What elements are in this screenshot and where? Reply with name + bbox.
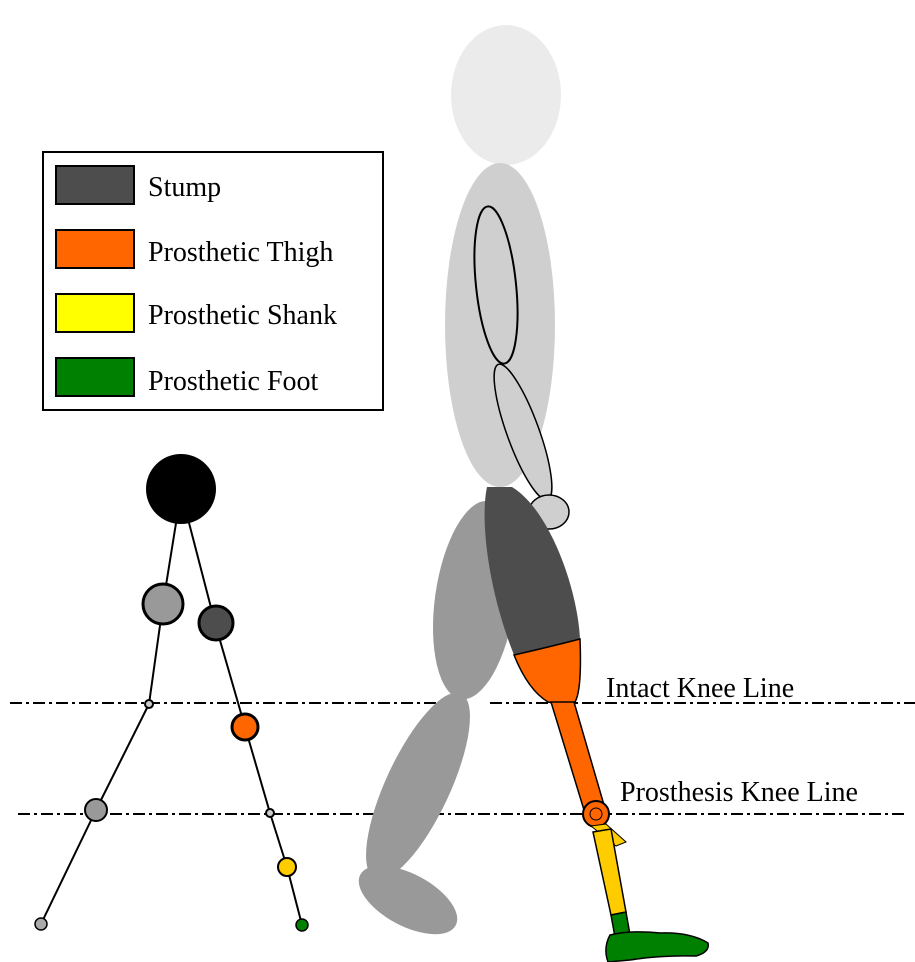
stick-model — [35, 454, 308, 931]
model-prosthetic-foot — [296, 919, 308, 931]
intact-shank — [346, 680, 490, 892]
walking-figure — [346, 25, 708, 962]
model-prosthetic-shank — [278, 858, 296, 876]
legend-swatch-prosthetic-foot — [56, 358, 134, 396]
model-intact-hip — [143, 584, 183, 624]
legend-label-prosthetic-foot: Prosthetic Foot — [148, 366, 319, 397]
model-intact-knee — [145, 700, 153, 708]
prosthetic-foot — [606, 932, 708, 962]
legend-label-prosthetic-thigh: Prosthetic Thigh — [148, 237, 333, 268]
prosthesis-knee-line-label: Prosthesis Knee Line — [620, 777, 858, 808]
model-prosthetic-thigh — [232, 714, 258, 740]
legend: Stump Prosthetic Thigh Prosthetic Shank … — [43, 152, 383, 410]
legend-swatch-prosthetic-thigh — [56, 230, 134, 268]
model-stump-hip — [199, 606, 233, 640]
model-head — [146, 454, 216, 524]
intact-foot — [348, 852, 468, 949]
legend-swatch-prosthetic-shank — [56, 294, 134, 332]
intact-knee-line-label: Intact Knee Line — [606, 673, 794, 704]
model-intact-ankle — [85, 799, 107, 821]
model-intact-foot — [35, 918, 47, 930]
figure-head — [451, 25, 561, 165]
prosthetic-thigh-pylon — [551, 702, 604, 810]
legend-label-prosthetic-shank: Prosthetic Shank — [148, 300, 337, 331]
model-prosthesis-knee — [266, 809, 274, 817]
prosthetic-knee-joint-inner — [590, 808, 602, 820]
legend-swatch-stump — [56, 166, 134, 204]
legend-label-stump: Stump — [148, 172, 221, 203]
